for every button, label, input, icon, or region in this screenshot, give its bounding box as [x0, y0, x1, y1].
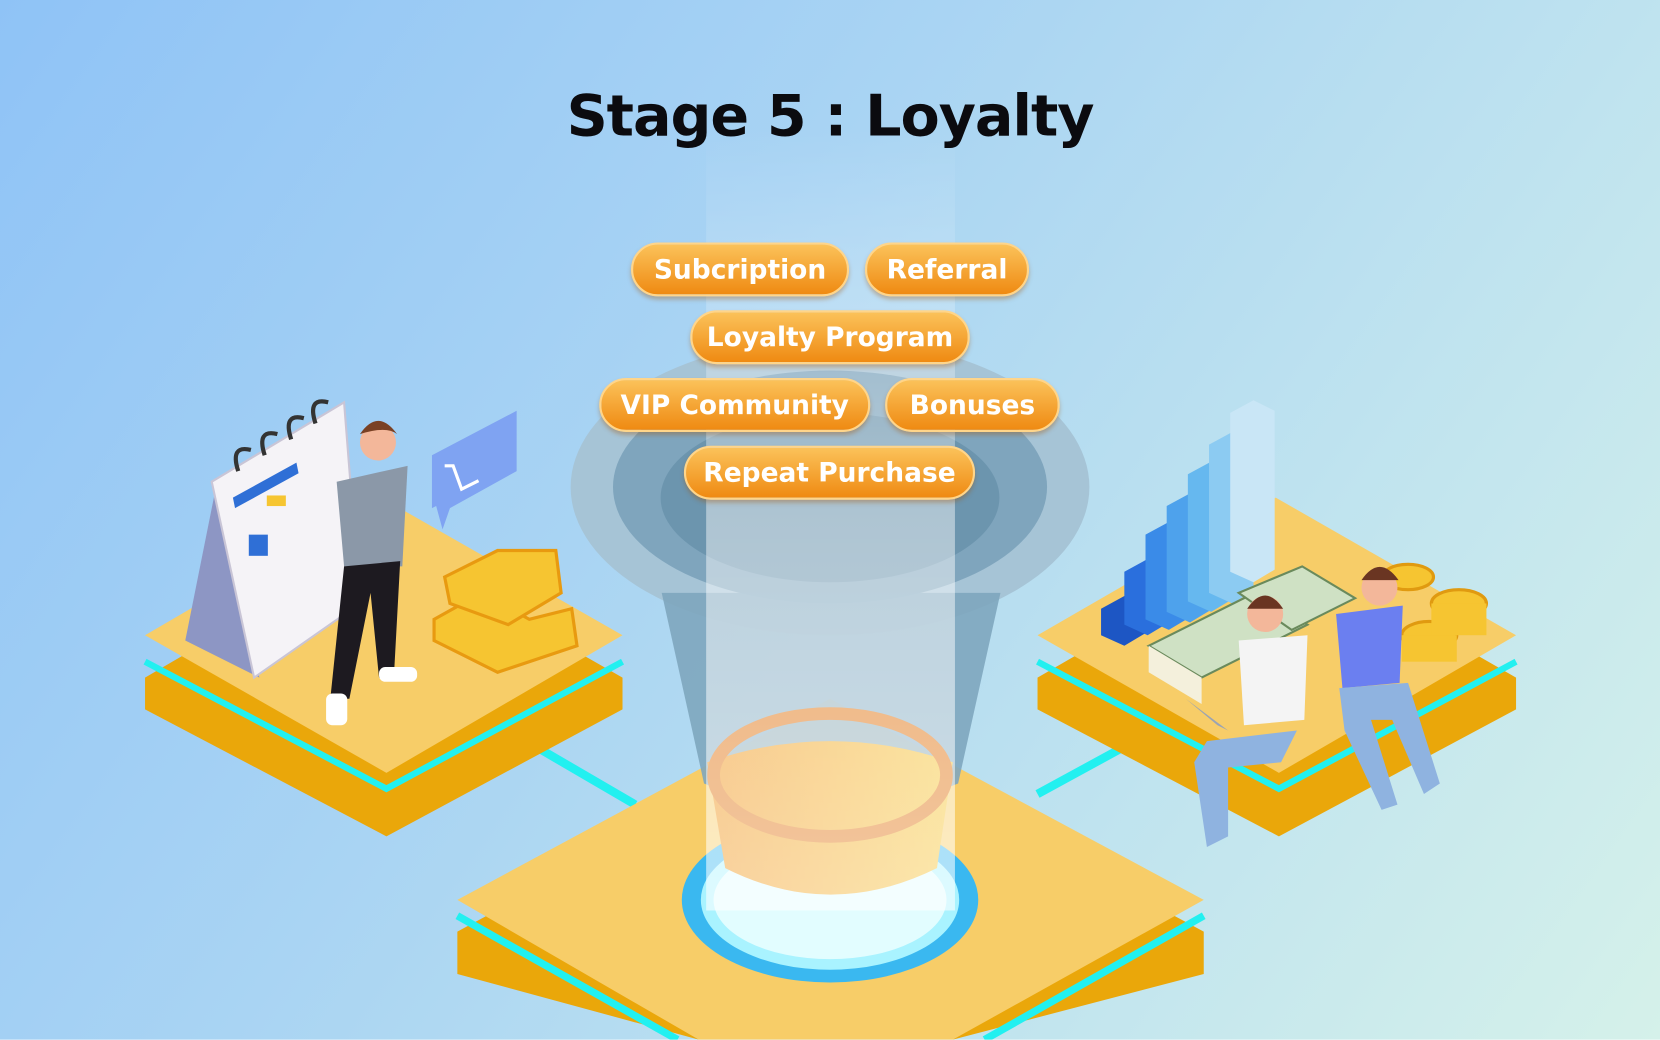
page-title: Stage 5 : Loyalty — [566, 82, 1095, 150]
shopping-cart-bubble-icon — [431, 410, 517, 530]
bar-chart-icon — [1101, 400, 1275, 646]
tag-vip-community: VIP Community — [599, 377, 871, 432]
tag-loyalty-program: Loyalty Program — [690, 310, 970, 365]
person-with-laptop — [1185, 595, 1308, 847]
coins-icon — [1381, 562, 1489, 662]
person-with-phone — [326, 420, 418, 726]
calendar-icon — [185, 399, 362, 680]
tag-subscription: Subcription — [630, 242, 850, 297]
tag-referral: Referral — [864, 242, 1030, 297]
stars-pile-icon — [432, 548, 579, 674]
tag-bonuses: Bonuses — [885, 377, 1060, 432]
tag-repeat-purchase: Repeat Purchase — [683, 445, 976, 500]
person-with-phone-sitting — [1336, 566, 1440, 810]
